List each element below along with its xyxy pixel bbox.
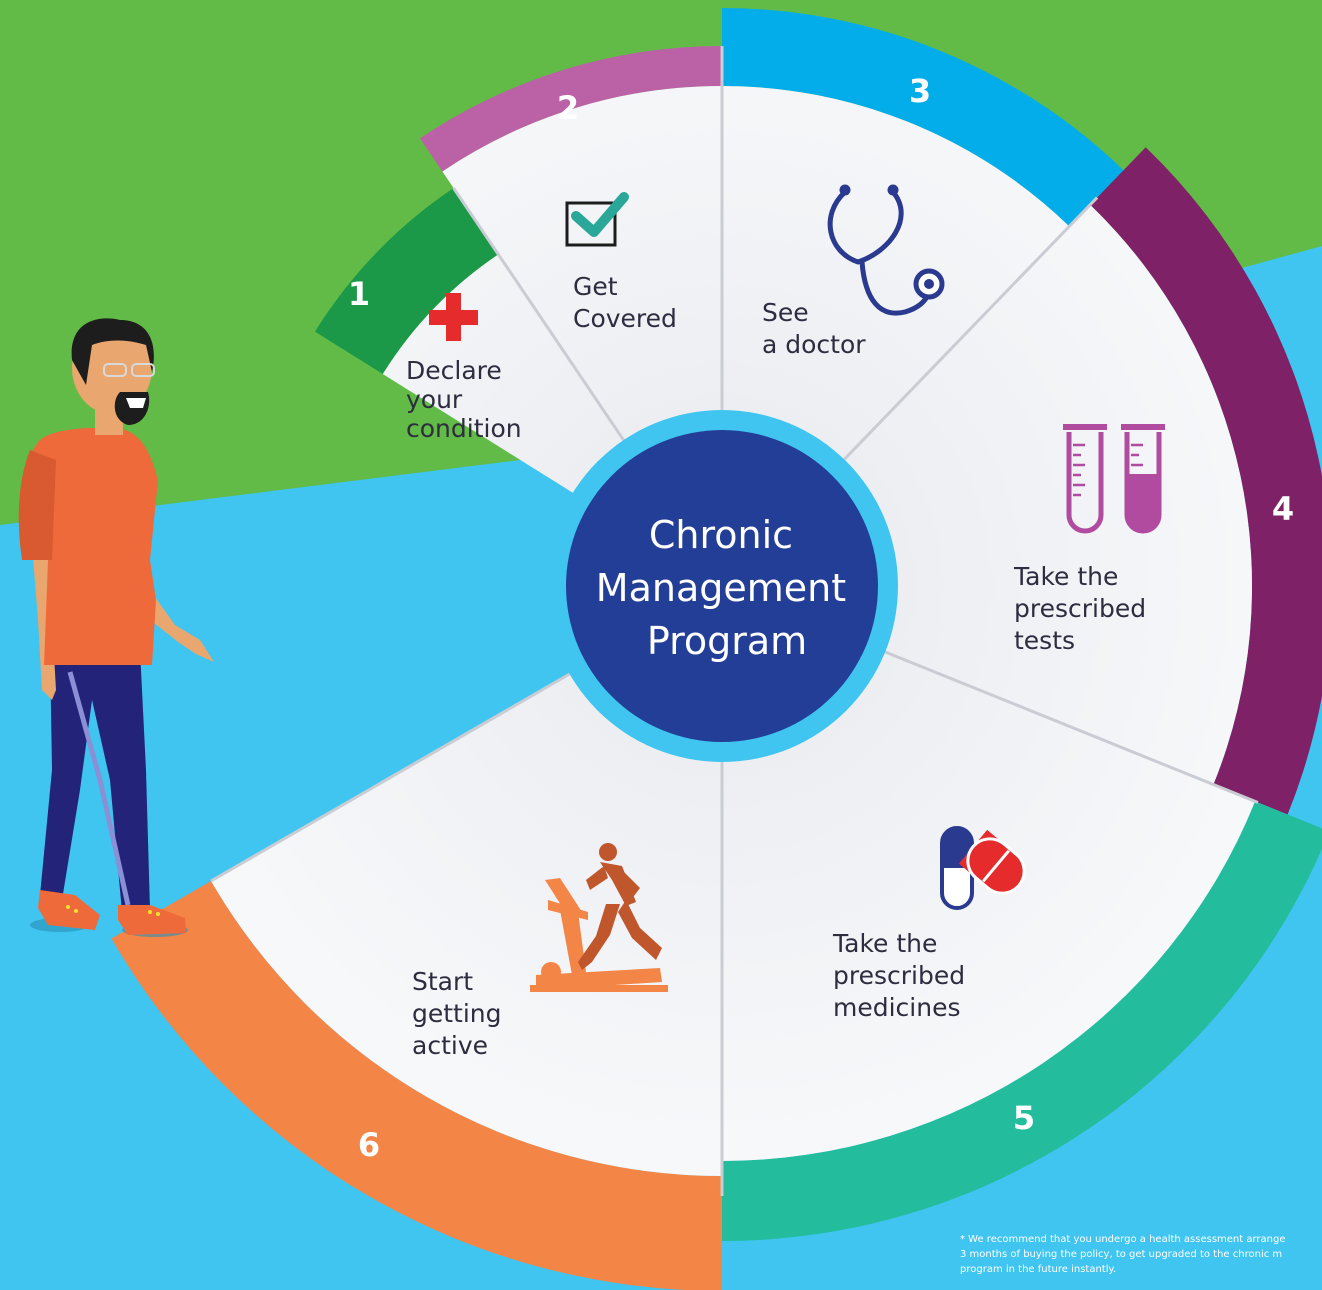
step-5-label: Take the prescribed medicines (832, 929, 973, 1022)
step-bands (111, 8, 1322, 1290)
step-4-label: Take the prescribed tests (1013, 562, 1154, 655)
step-2-number: 2 (557, 89, 579, 127)
wedge-separator-1 (452, 187, 640, 463)
step-1-band (314, 188, 499, 375)
footnote: * We recommend that you undergo a health… (960, 1232, 1322, 1277)
wedge-separator-6 (210, 659, 593, 883)
step-4-band (1090, 147, 1322, 815)
step-1-number: 1 (348, 275, 370, 313)
step-3-label: See a doctor (762, 298, 866, 359)
wedge-separators (210, 46, 1259, 1196)
step-2-band (420, 45, 722, 172)
step-3-number: 3 (909, 72, 931, 110)
step-6-label: Start getting active (412, 967, 509, 1060)
step-3-band (722, 8, 1124, 227)
red-cross-icon (429, 293, 478, 341)
step-5-number: 5 (1013, 1099, 1035, 1137)
wedge-separator-3 (825, 196, 1099, 480)
step-6-wedge (211, 586, 722, 1176)
footnote-line-3: program in the future instantly. (960, 1264, 1117, 1275)
center-title: Chronic Management Program (596, 513, 858, 663)
checkbox-icon (565, 192, 629, 247)
treadmill-runner-icon (530, 843, 668, 992)
step-6-band (111, 881, 722, 1290)
test-tubes-icon (1063, 424, 1165, 534)
step-numbers: 1 2 3 4 5 6 (348, 72, 1294, 1164)
step-6-number: 6 (358, 1126, 380, 1164)
center-circle (566, 430, 878, 742)
wedge-separator-4 (860, 640, 1259, 804)
man-illustration (18, 318, 214, 937)
step-1-label: Declare your condition (406, 356, 522, 443)
step-5-band (722, 801, 1322, 1241)
step-4-number: 4 (1272, 490, 1294, 528)
footnote-line-2: 3 months of buying the policy, to get up… (960, 1249, 1283, 1260)
pills-icon (940, 826, 1026, 910)
stethoscope-icon (827, 184, 945, 316)
footnote-line-1: * We recommend that you undergo a health… (960, 1234, 1286, 1245)
step-4-wedge (722, 204, 1252, 785)
step-2-label: Get Covered (573, 272, 677, 333)
